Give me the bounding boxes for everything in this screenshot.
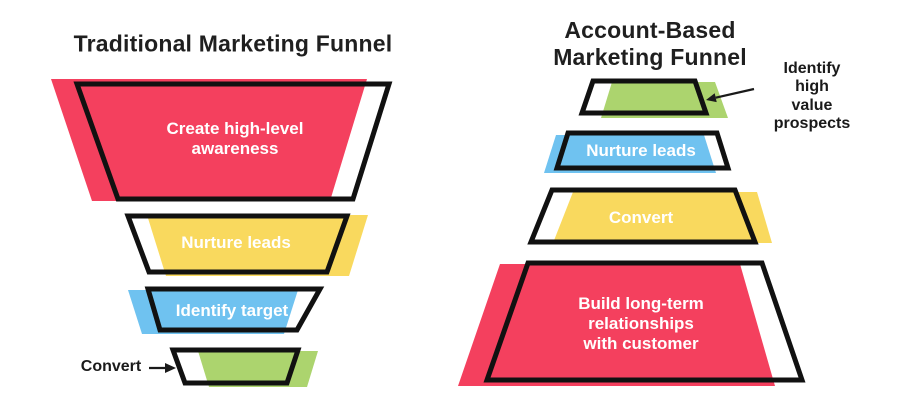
right-stage1-identify-outline	[578, 78, 710, 116]
left-funnel-title: Traditional Marketing Funnel	[73, 30, 393, 57]
convert-annotation: Convert	[80, 357, 142, 375]
identify-arrow	[715, 87, 755, 99]
right-stage3-label: Convert	[608, 207, 674, 227]
left-stage1-awareness-outline	[73, 81, 393, 202]
left-stage1-label: Create high-level awareness	[166, 118, 304, 158]
right-stage4-label: Build long-term relationships with custo…	[578, 293, 704, 354]
right-stage3-convert-outline	[527, 187, 759, 245]
left-funnel-shapes	[51, 79, 393, 387]
right-stage2-nurture-outline	[553, 130, 732, 171]
left-stage3-label: Identify target	[175, 300, 289, 320]
identify-arrowhead-icon	[706, 93, 717, 103]
right-stage4-relationships-fill	[458, 264, 775, 386]
identify-annotation: Identify high value prospects	[773, 60, 851, 133]
left-stage1-awareness-fill	[51, 79, 367, 201]
right-stage4-relationships-outline	[483, 260, 806, 383]
left-stage2-nurture-outline	[124, 213, 351, 275]
right-funnel-title: Account-Based Marketing Funnel	[553, 17, 747, 70]
right-stage2-nurture-fill	[544, 135, 716, 173]
right-funnel-shapes	[458, 78, 806, 386]
left-stage3-identify-fill	[128, 290, 298, 334]
left-stage4-convert-outline	[169, 347, 302, 386]
left-stage3-identify-outline	[144, 286, 325, 333]
left-stage2-label: Nurture leads	[181, 232, 291, 252]
left-stage2-nurture-fill	[147, 215, 368, 276]
convert-arrowhead-icon	[165, 363, 176, 373]
right-stage3-convert-fill	[553, 192, 772, 243]
right-stage2-label: Nurture leads	[586, 140, 696, 160]
